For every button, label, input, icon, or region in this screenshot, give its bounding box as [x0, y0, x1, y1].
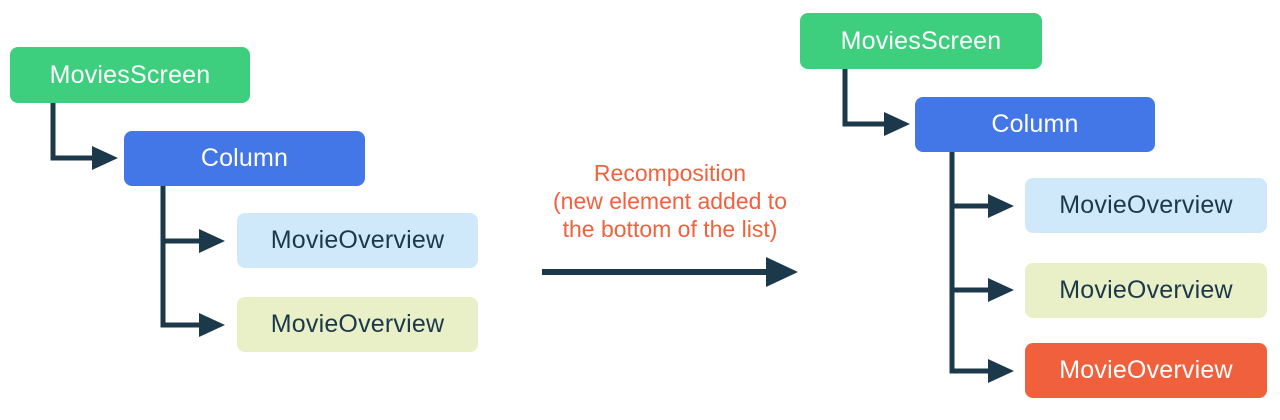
after-arrowhead-leaf3-icon	[988, 359, 1014, 383]
before-arrowhead-leaf1-icon	[199, 229, 225, 253]
transition-label: Recomposition (new element added to the …	[495, 159, 845, 243]
after-arrowhead-leaf1-icon	[988, 194, 1014, 218]
before-arrowhead-column-icon	[92, 146, 118, 170]
after-connector-root-to-column	[842, 66, 884, 127]
before-connector-column-trunk	[160, 184, 199, 328]
before-tree-column-node: Column	[124, 131, 365, 186]
after-tree-leaf-node-2: MovieOverview	[1025, 263, 1267, 318]
before-connector-root-to-column	[50, 100, 92, 161]
after-arrowhead-leaf2-icon	[988, 278, 1014, 302]
after-arrowhead-column-icon	[884, 112, 910, 136]
after-connector-column-trunk	[949, 150, 988, 374]
before-tree-root-node: MoviesScreen	[10, 47, 250, 103]
before-tree-leaf-node-2: MovieOverview	[237, 297, 478, 352]
after-tree-root-node: MoviesScreen	[800, 13, 1042, 69]
transition-label-line-1: Recomposition	[593, 160, 747, 186]
transition-label-line-3: the bottom of the list)	[562, 216, 778, 242]
transition-arrowhead-icon	[766, 257, 798, 287]
transition-label-line-2: (new element added to	[553, 188, 787, 214]
after-tree-column-node: Column	[915, 97, 1155, 152]
after-tree-leaf-node-3-added: MovieOverview	[1025, 343, 1267, 398]
before-tree-leaf-node-1: MovieOverview	[237, 213, 478, 268]
before-arrowhead-leaf2-icon	[199, 313, 225, 337]
after-tree-leaf-node-1: MovieOverview	[1025, 178, 1267, 233]
